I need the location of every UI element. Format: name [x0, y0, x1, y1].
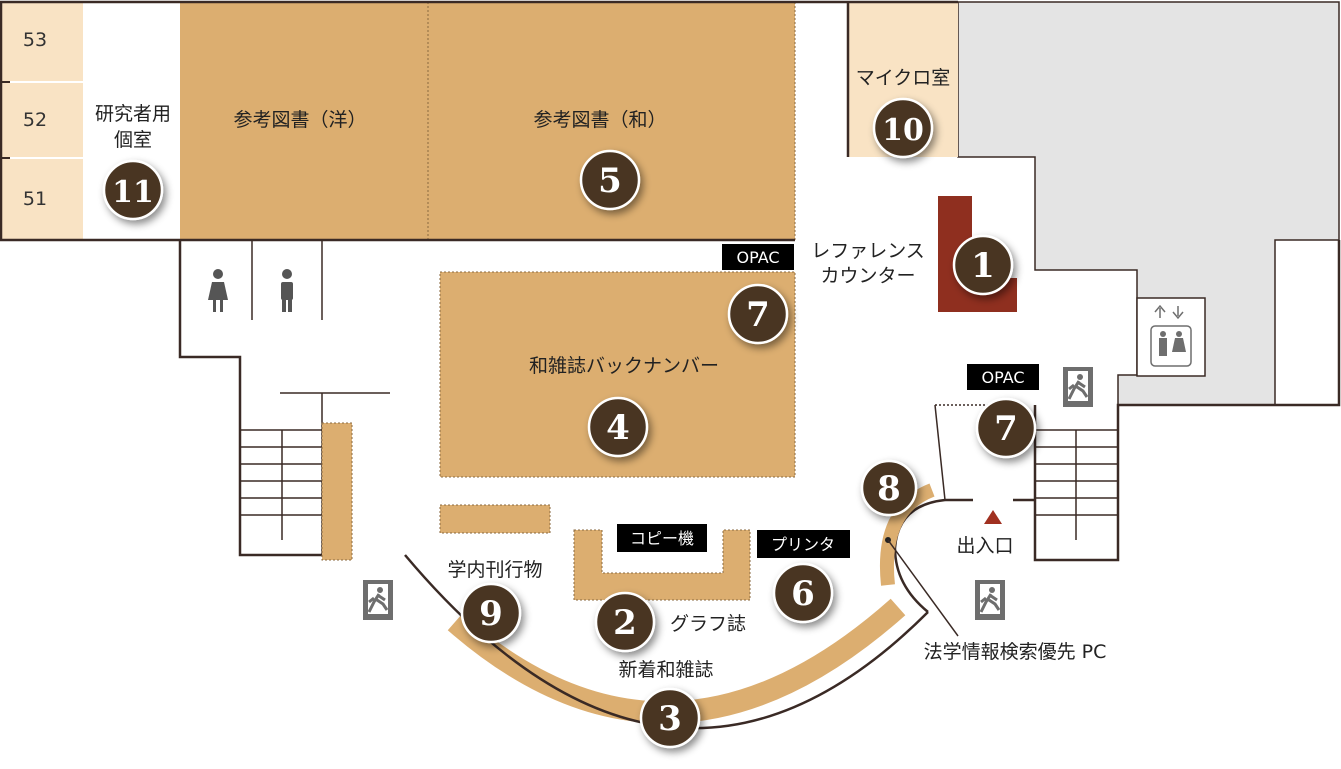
svg-text:OPAC: OPAC [981, 368, 1024, 387]
marker-9[interactable]: 9 [460, 582, 522, 644]
marker-5[interactable]: 5 [579, 149, 641, 211]
svg-text:6: 6 [791, 574, 815, 614]
marker-11[interactable]: 11 [102, 159, 164, 221]
opac-tag[interactable]: OPAC [967, 364, 1039, 390]
svg-text:5: 5 [598, 161, 622, 201]
marker-3[interactable]: 3 [639, 687, 701, 749]
marker-6[interactable]: 6 [772, 562, 834, 624]
svg-text:4: 4 [606, 408, 630, 448]
university-publications-label: 学内刊行物 [447, 559, 542, 581]
private-room-label-2: 個室 [114, 129, 152, 151]
svg-text:8: 8 [877, 469, 901, 509]
emergency-exit-icon [973, 578, 1007, 622]
new-magazines-label: 新着和雑誌 [618, 659, 713, 681]
svg-text:10: 10 [882, 113, 924, 148]
ref-western-label: 参考図書（洋） [233, 109, 366, 131]
entrance-label: 出入口 [956, 535, 1013, 557]
reference-counter-label-1: レファレンス [811, 240, 925, 262]
area-reference-western[interactable] [180, 2, 428, 240]
marker-7[interactable]: 7 [727, 283, 789, 345]
svg-text:11: 11 [112, 175, 154, 210]
svg-text:9: 9 [479, 594, 503, 634]
svg-text:OPAC: OPAC [736, 248, 779, 267]
marker-4[interactable]: 4 [587, 396, 649, 458]
graph-magazines-label: グラフ誌 [670, 613, 746, 635]
room-53-label: 53 [23, 29, 47, 51]
printer-tag[interactable]: プリンタ [757, 530, 850, 558]
svg-text:3: 3 [658, 699, 682, 739]
emergency-exit-icon [361, 578, 395, 622]
marker-7[interactable]: 7 [975, 397, 1037, 459]
marker-8[interactable]: 8 [860, 459, 918, 517]
room-51[interactable] [2, 158, 83, 240]
shelf-left [321, 422, 353, 561]
law-pc-label: 法学情報検索優先 PC [924, 641, 1107, 663]
entrance-arrow-icon [984, 510, 1002, 524]
svg-text:1: 1 [971, 246, 995, 286]
room-52-label: 52 [23, 109, 47, 131]
restroom-female-icon [208, 269, 228, 312]
svg-text:コピー機: コピー機 [630, 529, 694, 548]
elevator-box [1136, 297, 1206, 377]
room-53[interactable] [2, 2, 83, 82]
restroom-male-icon [281, 269, 293, 312]
opac-tag[interactable]: OPAC [722, 244, 794, 270]
elevator-icon [1150, 304, 1192, 367]
svg-text:7: 7 [994, 409, 1018, 449]
svg-text:7: 7 [746, 295, 770, 335]
shelf-university-publications[interactable] [439, 504, 551, 534]
copier-tag[interactable]: コピー機 [617, 524, 707, 552]
marker-1[interactable]: 1 [952, 234, 1014, 296]
svg-text:プリンタ: プリンタ [771, 535, 835, 554]
private-room-label-1: 研究者用 [95, 103, 171, 125]
svg-text:2: 2 [613, 603, 637, 643]
law-pc-desk[interactable] [880, 483, 935, 586]
marker-2[interactable]: 2 [594, 591, 656, 653]
micro-room-label: マイクロ室 [856, 67, 951, 89]
room-51-label: 51 [23, 188, 47, 210]
reference-counter-label-2: カウンター [820, 265, 915, 287]
emergency-exit-icon [1061, 365, 1095, 409]
ref-japanese-label: 参考図書（和） [533, 109, 666, 131]
back-numbers-label: 和雑誌バックナンバー [529, 355, 719, 377]
marker-10[interactable]: 10 [872, 97, 934, 159]
room-52[interactable] [2, 82, 83, 158]
